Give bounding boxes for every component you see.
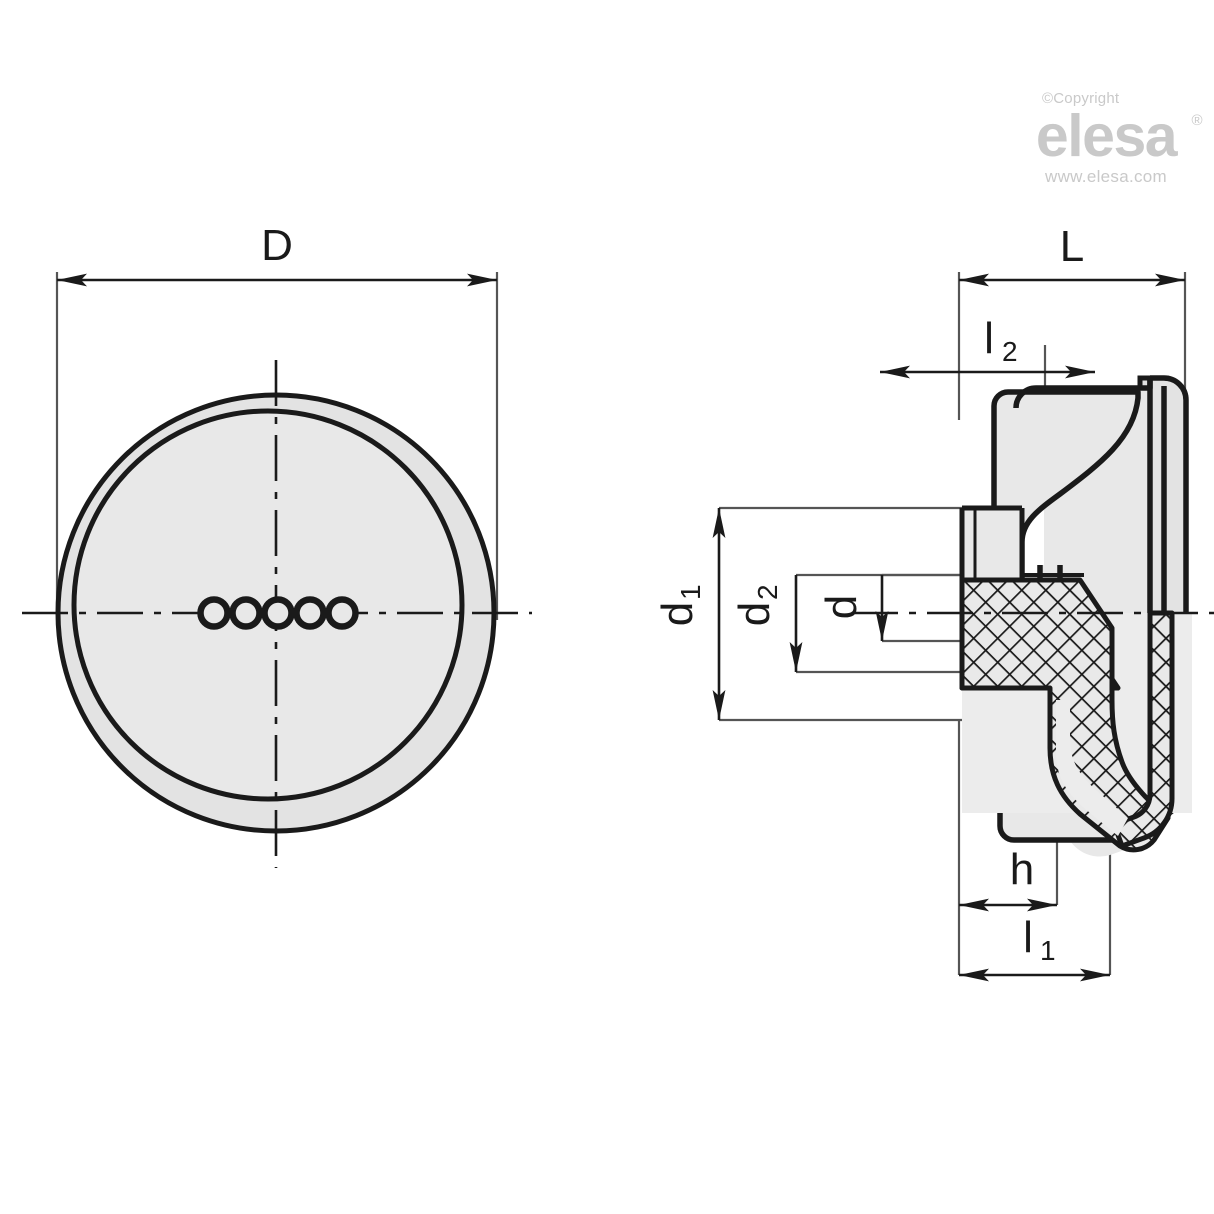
- dimension-h-label: h: [1010, 845, 1034, 894]
- elesa-url: www.elesa.com: [1045, 167, 1167, 187]
- side-knob-top-outline: [1013, 375, 1189, 613]
- dimension-l2-label: l: [984, 314, 994, 363]
- front-hole: [325, 596, 359, 630]
- dimension-L: L: [959, 222, 1185, 287]
- dimension-l2-subscript: 2: [1002, 336, 1018, 367]
- side-section-view: L l 2 d 1 d 2: [653, 222, 1214, 982]
- dimension-l1-label: l: [1023, 913, 1033, 962]
- dimension-D: D: [57, 221, 497, 287]
- elesa-logo: elesa®: [1020, 107, 1203, 166]
- dimension-D-label: D: [261, 221, 293, 270]
- dimension-L-label: L: [1060, 222, 1084, 271]
- dimension-l1: l 1: [959, 913, 1110, 982]
- dimension-d2: d 2: [730, 575, 803, 672]
- front-hole-group: [197, 596, 359, 630]
- dimension-h: h: [959, 845, 1057, 912]
- front-hole: [293, 596, 327, 630]
- front-hole: [261, 596, 295, 630]
- dimension-d2-subscript: 2: [752, 584, 783, 600]
- dimension-d1-subscript: 1: [675, 584, 706, 600]
- front-hole: [197, 596, 231, 630]
- front-view: D: [22, 221, 532, 868]
- dimension-d1-label: d: [653, 602, 702, 626]
- copyright-text: Copyright: [1053, 90, 1120, 107]
- elesa-logo-text: elesa: [1035, 103, 1178, 169]
- dimension-l1-subscript: 1: [1040, 935, 1056, 966]
- dimension-d: d: [817, 575, 889, 641]
- registered-trademark-symbol: ®: [1191, 112, 1202, 129]
- dimension-d1: d 1: [653, 508, 726, 720]
- front-view-extension-lines: [55, 272, 499, 620]
- dimension-d2-label: d: [730, 602, 779, 626]
- side-rim-hatched: [1111, 610, 1175, 849]
- copyright-notice: ©Copyright: [1020, 90, 1192, 107]
- elesa-watermark: ©Copyright elesa® www.elesa.com: [1020, 90, 1203, 187]
- dimension-d-label: d: [817, 595, 866, 619]
- front-hole: [229, 596, 263, 630]
- dimension-l2: l 2: [880, 314, 1095, 379]
- copyright-symbol: ©: [1042, 90, 1054, 107]
- side-lower-cavity: [1056, 700, 1128, 836]
